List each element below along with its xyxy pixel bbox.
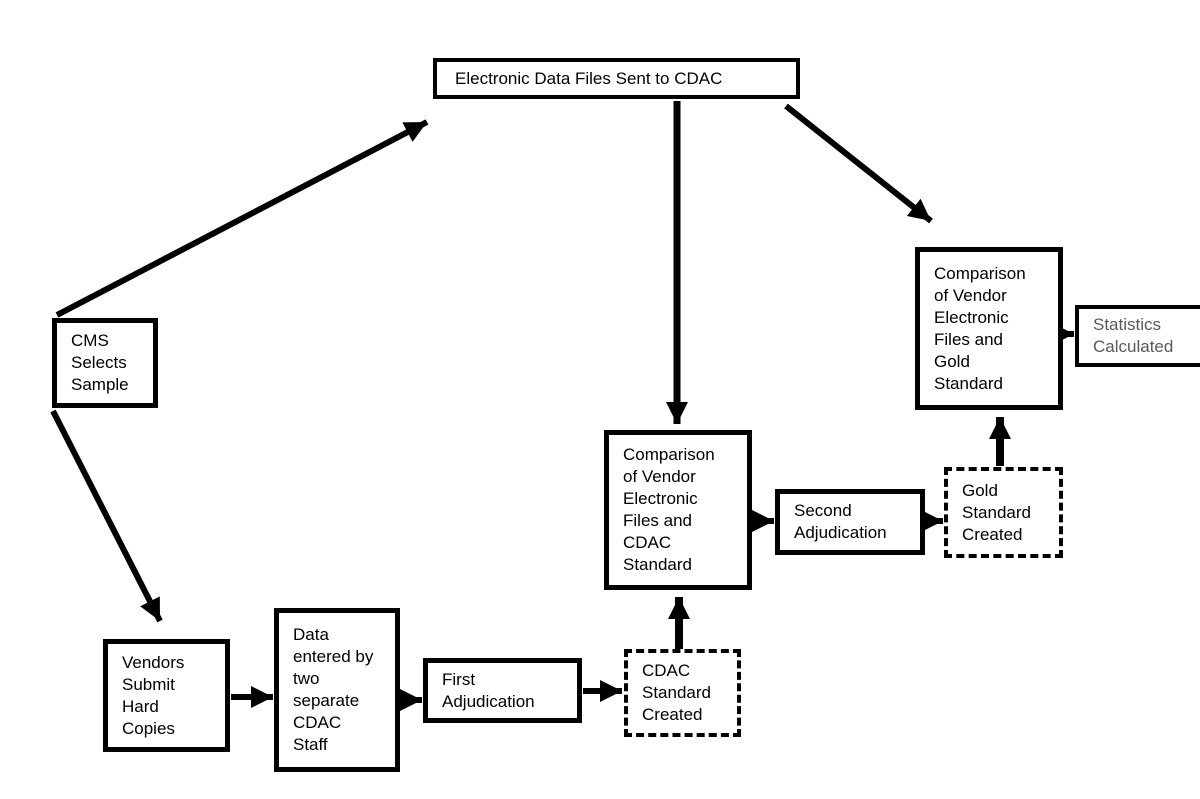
node-cdac-standard-created: CDAC Standard Created <box>624 649 741 737</box>
arrow-cms-to-vendors <box>50 409 163 623</box>
node-label: Comparison of Vendor Electronic Files an… <box>934 263 1026 393</box>
node-label: Statistics Calculated <box>1093 315 1174 356</box>
node-label: Vendors Submit Hard Copies <box>122 652 185 738</box>
node-label: Comparison of Vendor Electronic Files an… <box>623 445 715 574</box>
node-label: Second Adjudication <box>794 501 887 542</box>
node-second-adjudication: Second Adjudication <box>775 489 925 555</box>
node-electronic-data-files-sent-to-cdac: Electronic Data Files Sent to CDAC <box>433 58 800 99</box>
node-gold-standard-created: Gold Standard Created <box>944 467 1063 558</box>
node-vendors-submit-hard-copies: Vendors Submit Hard Copies <box>103 639 230 752</box>
node-cms-selects-sample: CMS Selects Sample <box>52 318 158 408</box>
node-label: CMS Selects Sample <box>71 331 129 394</box>
node-label: CDAC Standard Created <box>642 661 711 724</box>
node-statistics-calculated: Statistics Calculated <box>1075 305 1200 367</box>
node-data-entered-by-cdac-staff: Data entered by two separate CDAC Staff <box>274 608 400 772</box>
node-comparison-vendor-files-gold-standard: Comparison of Vendor Electronic Files an… <box>915 247 1063 410</box>
node-first-adjudication: First Adjudication <box>423 658 582 723</box>
node-label: First Adjudication <box>442 669 535 711</box>
node-label: Gold Standard Created <box>962 480 1031 544</box>
node-comparison-vendor-files-cdac-standard: Comparison of Vendor Electronic Files an… <box>604 430 752 590</box>
node-label: Data entered by two separate CDAC Staff <box>293 625 374 754</box>
arrow-cms-to-electronic-data <box>55 119 429 318</box>
node-label: Electronic Data Files Sent to CDAC <box>455 68 723 88</box>
arrow-electronic-data-to-comparison-gold <box>784 103 933 224</box>
